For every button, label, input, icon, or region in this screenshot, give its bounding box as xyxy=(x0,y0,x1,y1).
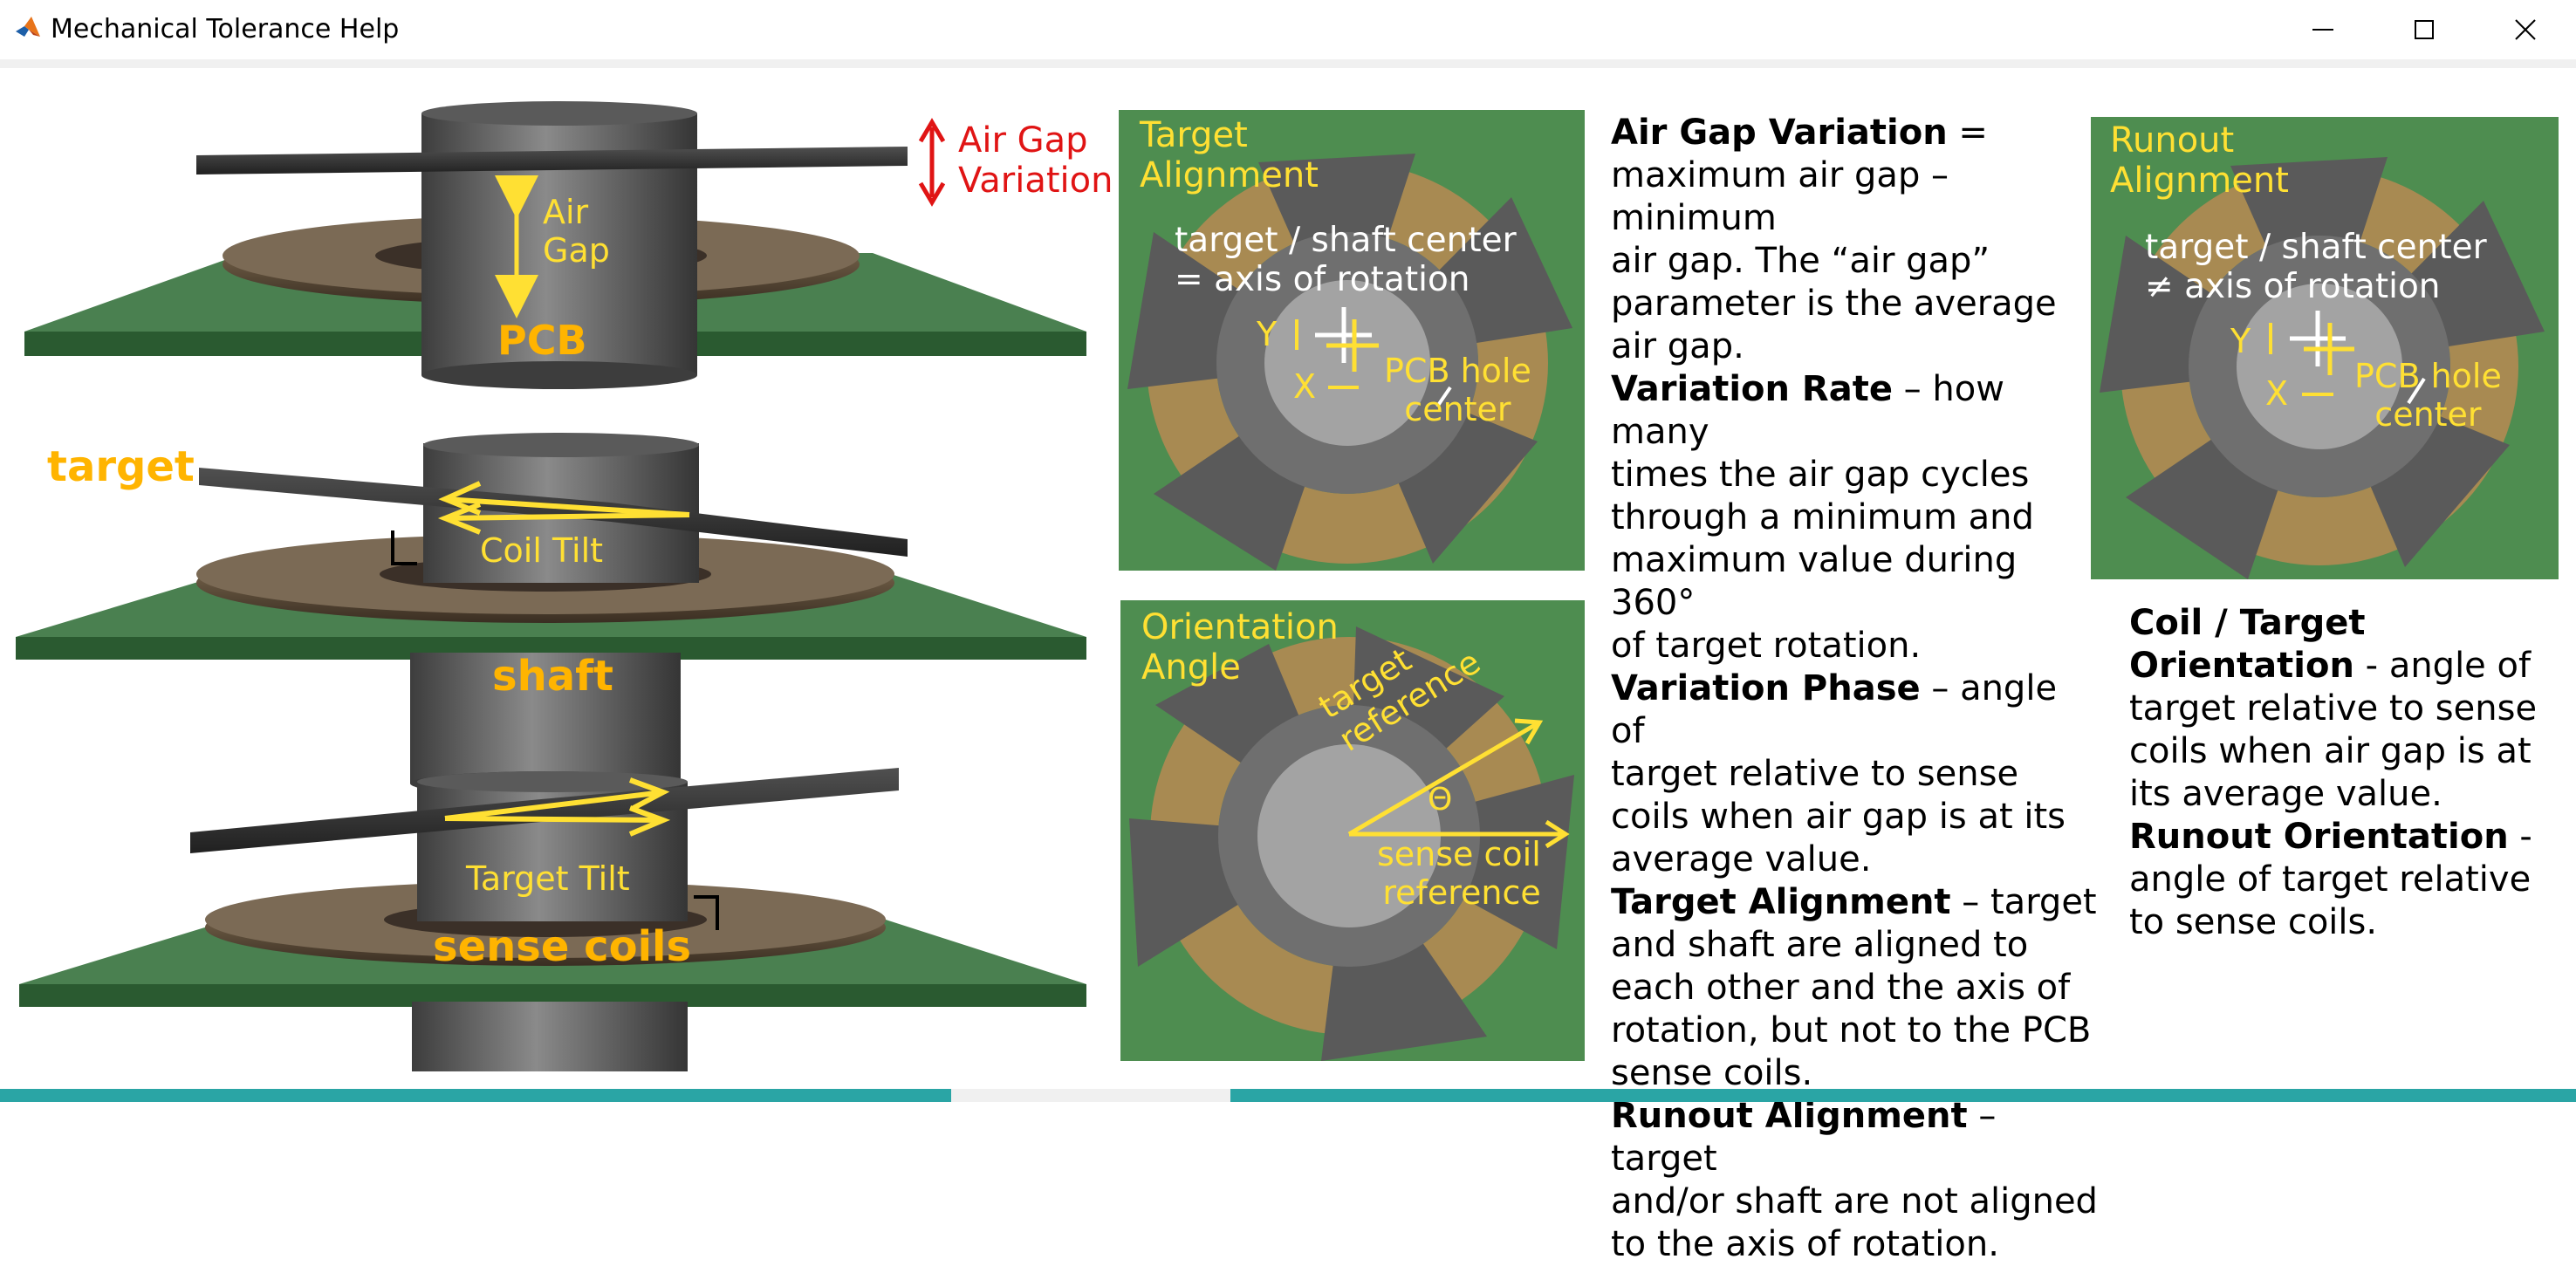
runout-alignment-title: Runout Alignment xyxy=(2110,120,2289,201)
close-button[interactable] xyxy=(2475,0,2576,59)
target-alignment-graphic xyxy=(1119,110,1585,571)
pcb-label: PCB xyxy=(497,317,587,364)
runout-alignment-pcb-hole-label: PCB hole center xyxy=(2354,357,2502,434)
definition-text: average value. xyxy=(1611,839,1872,879)
definition-text: – target xyxy=(1950,882,2097,922)
tolerance-illustrations: Air Gap Variation Air Gap PCB target Coi… xyxy=(0,68,1113,1089)
window-title: Mechanical Tolerance Help xyxy=(51,14,400,44)
assembly-air-gap xyxy=(24,101,1086,389)
orientation-angle-title: Orientation Angle xyxy=(1141,607,1339,688)
definition-text: = xyxy=(1947,113,1988,153)
definition-text: maximum value during 360° xyxy=(1611,540,2018,623)
definition-text: maximum air gap – minimum xyxy=(1611,155,1949,238)
sense-coils-label: sense coils xyxy=(433,922,692,971)
definition-text: - xyxy=(2508,817,2532,857)
definition-text: each other and the axis of xyxy=(1611,968,2071,1008)
definition-term: Air Gap Variation xyxy=(1611,113,1948,153)
definition-text: target relative to sense xyxy=(1611,754,2019,794)
runout-alignment-figure: Runout Alignment target / shaft center ≠… xyxy=(2091,117,2559,579)
definition-text: times the air gap cycles xyxy=(1611,455,2030,495)
definition-text: and shaft are aligned to xyxy=(1611,925,2029,965)
definitions-middle: Air Gap Variation =maximum air gap – min… xyxy=(1611,112,2100,1266)
definition-text: parameter is the average xyxy=(1611,284,2057,324)
minimize-button[interactable] xyxy=(2272,0,2374,59)
definition-text: rotation, but not to the PCB xyxy=(1611,1010,2092,1050)
target-alignment-x-label: X xyxy=(1293,367,1317,406)
assembly-coil-tilt xyxy=(16,433,1086,796)
target-alignment-figure: Target Alignment target / shaft center =… xyxy=(1119,110,1585,571)
runout-alignment-center-note: target / shaft center ≠ axis of rotation xyxy=(2145,228,2487,306)
definition-text: target relative to sense xyxy=(2129,688,2538,729)
definition-text: air gap. The “air gap” xyxy=(1611,241,1990,281)
definition-entry: Air Gap Variation =maximum air gap – min… xyxy=(1611,112,2100,368)
matlab-app-icon xyxy=(14,14,42,42)
definition-text: its average value. xyxy=(2129,774,2442,814)
definition-text: – how many xyxy=(1611,369,2004,452)
air-gap-label: Air Gap xyxy=(543,193,610,270)
definition-entry: Runout Orientation -angle of target rela… xyxy=(2129,816,2566,944)
definition-text: of target rotation. xyxy=(1611,626,1922,666)
target-alignment-y-label: Y xyxy=(1257,315,1278,353)
target-alignment-pcb-hole-label: PCB hole center xyxy=(1384,352,1531,428)
definition-term: Target Alignment xyxy=(1611,882,1951,922)
definition-term: Runout Orientation xyxy=(2129,817,2509,857)
theta-label: Θ xyxy=(1428,782,1453,818)
definition-text: to sense coils. xyxy=(2129,902,2378,942)
definition-text: - angle of xyxy=(2353,646,2531,686)
tolerance-illustration-graphic xyxy=(16,101,1086,1071)
definition-term: Variation Rate xyxy=(1611,369,1893,409)
orientation-angle-graphic xyxy=(1120,600,1585,1061)
coil-tilt-label: Coil Tilt xyxy=(480,531,604,570)
air-gap-variation-label: Air Gap Variation xyxy=(958,120,1113,201)
definition-text: coils when air gap is at xyxy=(2129,731,2531,771)
runout-alignment-graphic xyxy=(2091,117,2559,579)
title-separator xyxy=(0,59,2576,68)
title-bar: Mechanical Tolerance Help xyxy=(0,0,2576,59)
definition-term: Variation Phase xyxy=(1611,668,1921,708)
close-icon xyxy=(2515,19,2536,40)
target-alignment-center-note: target / shaft center = axis of rotation xyxy=(1175,221,1517,299)
definition-text: to the axis of rotation. xyxy=(1611,1224,1999,1264)
bottom-edge xyxy=(0,1089,2576,1102)
maximize-icon xyxy=(2415,20,2434,39)
maximize-button[interactable] xyxy=(2374,0,2475,59)
orientation-angle-figure: Orientation Angle target reference Θ sen… xyxy=(1120,600,1585,1061)
target-tilt-label: Target Tilt xyxy=(466,859,630,898)
target-alignment-title: Target Alignment xyxy=(1140,115,1319,195)
runout-alignment-x-label: X xyxy=(2265,374,2289,413)
shaft-label: shaft xyxy=(492,652,613,701)
definition-text: air gap. xyxy=(1611,326,1744,366)
definition-text: through a minimum and xyxy=(1611,497,2034,537)
definition-text: sense coils. xyxy=(1611,1053,1813,1093)
definition-term: Orientation xyxy=(2129,646,2354,686)
definition-text: and/or shaft are not aligned xyxy=(1611,1181,2098,1222)
definition-text: angle of target relative xyxy=(2129,859,2531,900)
runout-alignment-y-label: Y xyxy=(2230,322,2251,360)
definition-term: Coil / Target xyxy=(2129,603,2366,643)
definition-text: coils when air gap is at its xyxy=(1611,797,2066,837)
definition-text: – angle of xyxy=(1611,668,2058,751)
target-label: target xyxy=(47,442,195,491)
sense-coil-reference-label: sense coil reference xyxy=(1377,835,1541,912)
minimize-icon xyxy=(2312,29,2333,31)
bottom-edge-segment xyxy=(951,1089,1230,1102)
assembly-target-tilt xyxy=(19,768,1086,1071)
